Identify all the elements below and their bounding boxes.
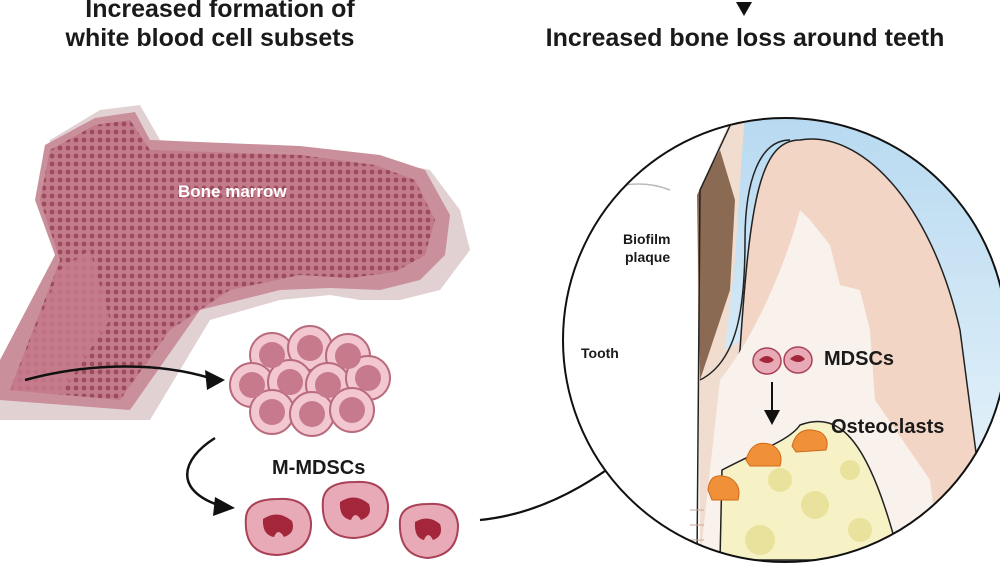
- bone-marrow-label: Bone marrow: [178, 182, 287, 201]
- tooth-label: Tooth: [581, 345, 619, 361]
- magnified-tooth-view: [563, 118, 1000, 562]
- mdsc-cells: [752, 346, 813, 375]
- biofilm-label-line1: Biofilm: [623, 231, 671, 247]
- m-mdsc-cells: [244, 480, 460, 560]
- biofilm-label-line2: plaque: [625, 249, 671, 265]
- down-arrow-icon: [736, 2, 752, 16]
- arrow-cells-to-mmdscs: [186, 436, 219, 507]
- mdscs-label: MDSCs: [824, 348, 895, 370]
- osteoclast-cells: [707, 429, 828, 501]
- arrow-bone-to-cells: [24, 365, 211, 382]
- osteoclasts-label: Osteoclasts: [831, 416, 945, 438]
- magnifier-circle: [562, 117, 1000, 563]
- title-left-line1: Increased formation of: [85, 0, 355, 23]
- m-mdscs-label: M-MDSCs: [272, 457, 366, 479]
- title-right: Increased bone loss around teeth: [545, 24, 945, 52]
- title-left-line2: white blood cell subsets: [65, 24, 355, 52]
- bone-illustration: [0, 105, 470, 420]
